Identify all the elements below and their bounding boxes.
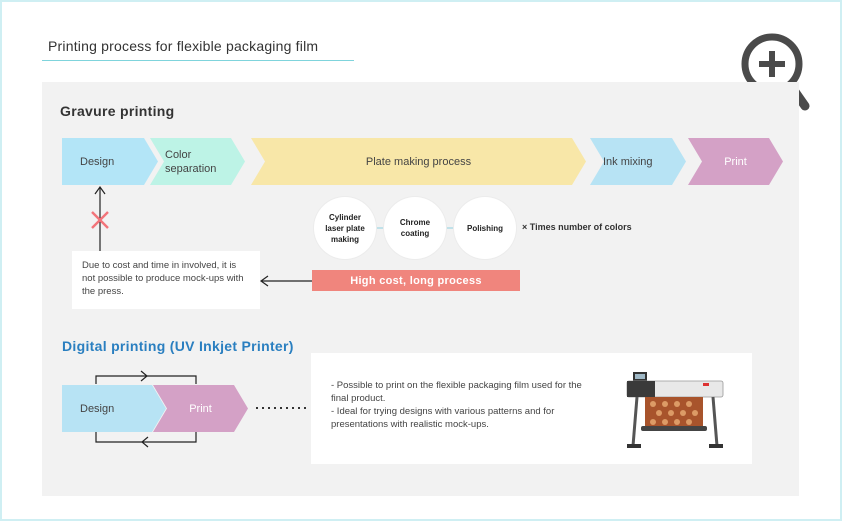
gravure-step-plate-making: Plate making process: [251, 138, 586, 185]
gravure-step-color-separation: Color separation: [150, 138, 245, 185]
feedback-arrowhead: [94, 185, 106, 195]
digital-point: - Possible to print on the flexible pack…: [331, 380, 582, 404]
gravure-step-ink-mixing: Ink mixing: [590, 138, 686, 185]
gravure-title: Gravure printing: [60, 103, 175, 119]
page-title: Printing process for flexible packaging …: [48, 38, 319, 54]
gravure-step-label: Color separation: [165, 148, 217, 175]
digital-step-label: Print: [189, 402, 212, 415]
gravure-step-print: Print: [688, 138, 783, 185]
gravure-step-label: Print: [724, 155, 747, 168]
title-underline: [42, 60, 354, 61]
gravure-step-label: Plate making process: [365, 155, 472, 168]
gravure-step-label: Ink mixing: [603, 155, 653, 168]
gravure-step-label: Design: [80, 155, 115, 168]
cost-banner: High cost, long process: [312, 270, 520, 291]
times-colors-label: × Times number of colors: [522, 222, 632, 232]
uv-inkjet-printer-icon: [626, 372, 724, 448]
substep-chrome-coating: Chrome coating: [384, 197, 446, 259]
substep-label: Cylinder laser plate making: [325, 212, 365, 244]
substep-label: Chrome coating: [399, 218, 431, 238]
mockup-note: Due to cost and time in involved, it is …: [72, 251, 260, 309]
digital-step-label: Design: [80, 402, 115, 415]
digital-step-print: Print: [153, 385, 248, 432]
digital-points: - Possible to print on the flexible pack…: [331, 379, 601, 431]
cross-mark-icon: [91, 211, 109, 229]
gravure-step-design: Design: [62, 138, 158, 185]
substep-polishing: Polishing: [454, 197, 516, 259]
digital-title: Digital printing (UV Inkjet Printer): [62, 338, 294, 354]
cost-arrowhead: [259, 275, 269, 287]
substep-cylinder-laser: Cylinder laser plate making: [314, 197, 376, 259]
digital-point: - Ideal for trying designs with various …: [331, 406, 555, 430]
substep-label: Polishing: [467, 223, 503, 233]
digital-info-box: - Possible to print on the flexible pack…: [311, 353, 752, 464]
digital-step-design: Design: [62, 385, 166, 432]
